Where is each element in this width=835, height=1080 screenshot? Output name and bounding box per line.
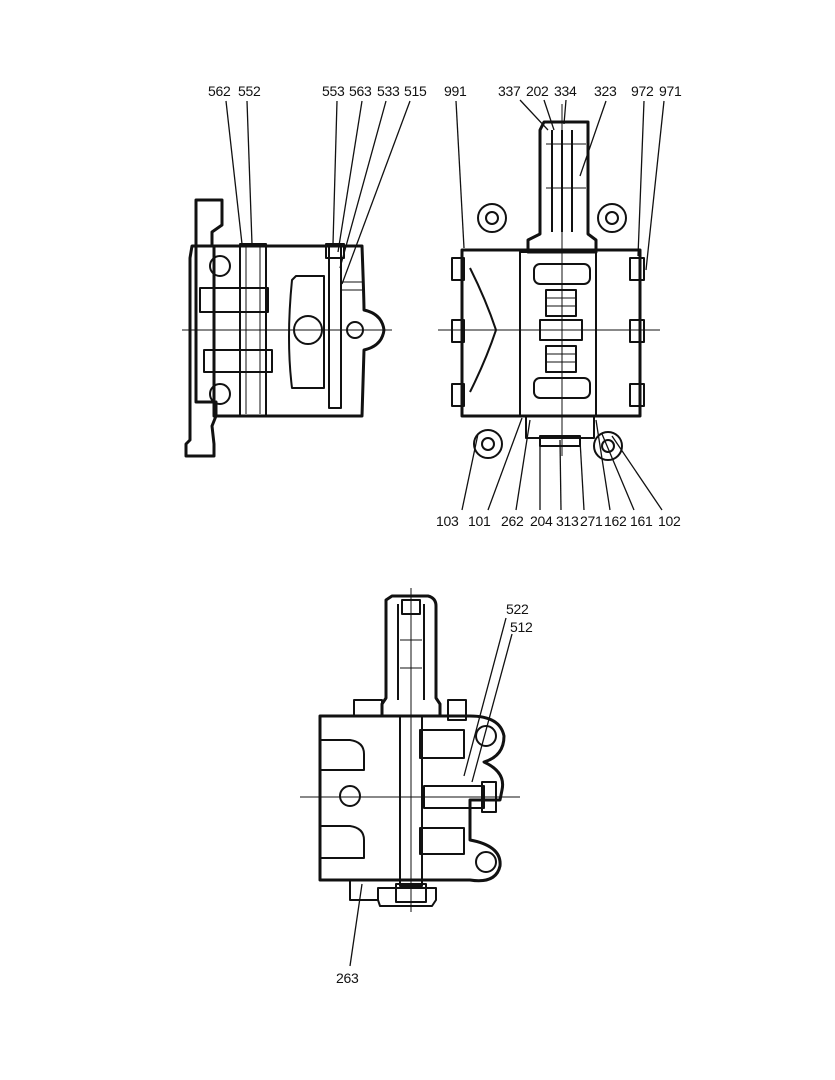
front-view-lug (473, 429, 503, 459)
callout-552: 552 (238, 83, 261, 99)
callout-533: 533 (377, 83, 400, 99)
front-view-lug (477, 203, 507, 233)
side-view-flange (184, 198, 224, 458)
leader-101 (487, 417, 523, 511)
callout-991: 991 (444, 83, 467, 99)
leader-553 (332, 100, 338, 245)
callout-103: 103 (436, 513, 459, 529)
side-view-pin (328, 245, 342, 409)
leader-563 (337, 100, 363, 253)
side-view (182, 198, 392, 458)
front-view-lug (593, 431, 623, 461)
callout-162: 162 (604, 513, 627, 529)
side-view-pin-cap (325, 243, 345, 259)
leader-512 (471, 633, 513, 783)
leader-991 (455, 100, 465, 249)
callout-271: 271 (580, 513, 603, 529)
front-view-bottom-plug (525, 415, 595, 439)
front-view-spring (545, 345, 577, 373)
section-view-nut (447, 699, 467, 721)
side-view-labels: 562 552 553 563 533 515 (208, 83, 427, 99)
section-view (300, 588, 520, 912)
callout-512: 512 (510, 619, 533, 635)
callout-553: 553 (322, 83, 345, 99)
front-view-leaders (455, 99, 665, 511)
front-view-bolt-head (629, 383, 645, 407)
section-view-bolt-hole (475, 851, 497, 873)
side-view-port-circle (209, 383, 231, 405)
side-view-window (288, 275, 325, 389)
section-view-port (320, 825, 365, 859)
side-view-leaders (225, 100, 411, 285)
leader-562 (225, 100, 243, 245)
front-view-lug-hole (481, 437, 495, 451)
front-view-lug-hole (605, 211, 619, 225)
leader-102 (611, 435, 663, 511)
callout-334: 334 (554, 83, 577, 99)
front-view-bolt-head (629, 319, 645, 343)
callout-972: 972 (631, 83, 654, 99)
leader-533 (339, 100, 387, 269)
section-view-bolt-hole (475, 725, 497, 747)
side-view-body (212, 244, 386, 418)
front-view-inner-body (519, 251, 597, 417)
leader-522 (463, 617, 507, 777)
callout-263: 263 (336, 970, 359, 986)
callout-313: 313 (556, 513, 579, 529)
callout-204: 204 (530, 513, 553, 529)
leader-552 (246, 100, 253, 245)
front-view-bolt-head (629, 257, 645, 281)
leader-271 (579, 439, 585, 511)
callout-323: 323 (594, 83, 617, 99)
section-view-port (320, 739, 365, 771)
section-view-center-hole (339, 785, 361, 807)
callout-262: 262 (501, 513, 524, 529)
front-view-spring (545, 289, 577, 317)
leader-262 (515, 419, 531, 511)
leader-971 (645, 100, 665, 271)
front-view-lug-hole (601, 439, 615, 453)
front-view-body (460, 248, 642, 418)
leader-161 (601, 433, 635, 511)
front-view-bolt-head (451, 257, 465, 281)
callout-101: 101 (468, 513, 491, 529)
callout-971: 971 (659, 83, 682, 99)
leader-162 (595, 419, 611, 511)
side-view-rib (203, 349, 273, 373)
callout-337: 337 (498, 83, 521, 99)
front-view (438, 104, 660, 461)
front-view-labels: 991 337 202 334 323 972 971 103 101 262 … (436, 83, 682, 529)
leader-515 (341, 100, 411, 285)
leader-323 (579, 100, 607, 177)
section-view-leaders (349, 617, 513, 967)
leader-202 (543, 99, 555, 131)
side-view-port-circle (209, 255, 231, 277)
leader-972 (637, 100, 645, 257)
callout-522: 522 (506, 601, 529, 617)
leader-263 (349, 883, 363, 967)
section-view-land (419, 729, 465, 759)
callout-562: 562 (208, 83, 231, 99)
leader-103 (461, 433, 479, 511)
callout-102: 102 (658, 513, 681, 529)
callout-202: 202 (526, 83, 549, 99)
section-view-body (318, 714, 506, 883)
leader-334 (563, 99, 567, 125)
side-view-rib (199, 287, 269, 313)
front-view-bolt-head (451, 319, 465, 343)
front-view-bolt-head (451, 383, 465, 407)
section-view-land (419, 827, 465, 855)
section-view-labels: 522 512 263 (336, 601, 533, 986)
leader-313 (559, 439, 562, 511)
callout-563: 563 (349, 83, 372, 99)
front-view-lug-hole (485, 211, 499, 225)
leader-337 (519, 99, 549, 131)
front-view-lug (597, 203, 627, 233)
callout-515: 515 (404, 83, 427, 99)
callout-161: 161 (630, 513, 653, 529)
section-view-shoulder (353, 699, 383, 717)
